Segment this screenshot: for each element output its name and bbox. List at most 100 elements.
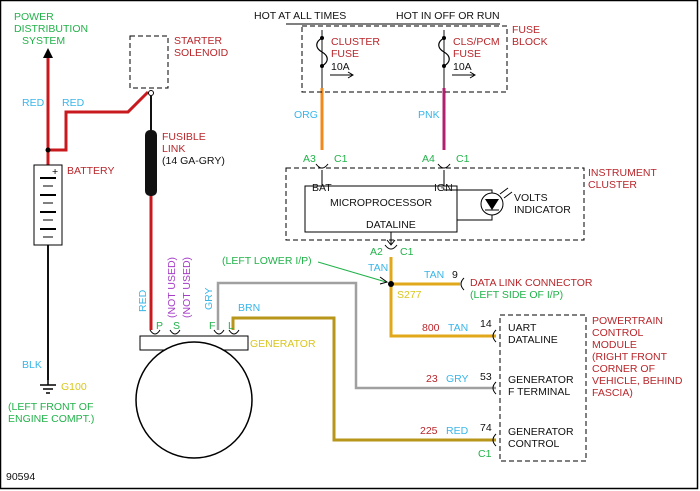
label-gen-f-1: GENERATOR <box>508 374 574 386</box>
gen-terminal-f: F <box>209 320 215 332</box>
label-uart: UART <box>508 322 537 334</box>
wire-brn-generator-control <box>231 316 496 442</box>
a2-connector-icon <box>384 244 398 250</box>
left-lower-ip-arrowhead-icon <box>379 276 389 285</box>
pcm-pin-14: 14 <box>480 318 492 330</box>
starter-solenoid-terminal <box>148 90 154 96</box>
left-lower-ip-pointer <box>317 261 387 283</box>
wire-label-red-pcm: RED <box>446 425 469 437</box>
label-gen-f-2: F TERMINAL <box>508 386 570 398</box>
battery-splice-dot <box>45 147 51 153</box>
label-hot-at-all-times: HOT AT ALL TIMES <box>254 10 346 22</box>
label-microprocessor: MICROPROCESSOR <box>330 197 433 209</box>
wire-label-pnk: PNK <box>418 109 440 121</box>
label-instrument: INSTRUMENT <box>588 167 657 179</box>
pcm-pin-53-icon <box>492 381 497 395</box>
label-pcm-1: POWERTRAIN <box>592 315 663 327</box>
power-distribution-arrow-icon <box>43 48 53 58</box>
battery-icon: + <box>33 164 63 246</box>
circuit-225: 225 <box>420 425 438 437</box>
wire-label-blk: BLK <box>22 359 42 371</box>
label-g100-location-2: ENGINE COMPT.) <box>8 413 94 425</box>
dlc-connector-icon <box>460 277 465 291</box>
label-pcm-7: FASCIA) <box>592 387 633 399</box>
fuse-block-box <box>301 25 508 93</box>
connector-c1-a3: C1 <box>334 153 348 165</box>
label-not-used-1: (NOT USED) <box>166 257 178 318</box>
label-g100: G100 <box>61 381 87 393</box>
label-cluster: CLUSTER <box>331 36 380 48</box>
label-cluster-fuse: FUSE <box>331 48 359 60</box>
wire-label-org: ORG <box>294 109 318 121</box>
connector-dlc-pin: 9 <box>452 269 458 281</box>
connector-c1-a4: C1 <box>456 153 470 165</box>
connector-c1-a2: C1 <box>400 246 414 258</box>
label-power: POWER <box>14 11 54 23</box>
label-g100-location-1: (LEFT FRONT OF <box>8 401 93 413</box>
pcm-pin-53: 53 <box>480 371 492 383</box>
cluster-fuse-icon <box>316 36 354 79</box>
pin-ign: IGN <box>434 182 453 194</box>
wire-label-tan-pcm: TAN <box>448 322 468 334</box>
cls-pcm-fuse-icon <box>438 36 476 79</box>
ground-icon <box>40 380 56 394</box>
label-cluster-2: CLUSTER <box>588 179 637 191</box>
label-link: LINK <box>162 143 185 155</box>
connector-c1-pcm: C1 <box>478 448 492 460</box>
label-link-gauge: (14 GA-GRY) <box>162 155 225 167</box>
starter-solenoid-box <box>129 35 169 89</box>
label-data-link-connector: DATA LINK CONNECTOR <box>470 277 593 289</box>
label-not-used-2: (NOT USED) <box>181 257 193 318</box>
label-battery: BATTERY <box>67 165 114 177</box>
label-uart-dataline: DATALINE <box>508 334 558 346</box>
gen-terminal-s: S <box>173 320 180 332</box>
label-distribution: DISTRIBUTION <box>14 23 88 35</box>
wire-label-gry-pcm: GRY <box>446 373 469 385</box>
label-s277: S277 <box>397 289 422 301</box>
wire-label-brn: BRN <box>238 302 260 314</box>
label-pcm-2: CONTROL <box>592 327 643 339</box>
label-fuse: FUSE <box>512 24 540 36</box>
wire-label-gry: GRY <box>203 287 215 310</box>
dataline-arrow-icon <box>386 232 396 246</box>
gen-terminal-l: L <box>228 320 234 332</box>
label-cls-pcm-rating: 10A <box>453 61 472 73</box>
figure-id: 90594 <box>6 471 35 483</box>
wire-label-red-2: RED <box>62 97 85 109</box>
connector-a4: A4 <box>422 153 435 165</box>
circuit-23: 23 <box>426 373 438 385</box>
pcm-pin-14-icon <box>492 329 497 343</box>
gen-terminal-p: P <box>156 320 163 332</box>
circuit-800: 800 <box>422 322 440 334</box>
label-fusible: FUSIBLE <box>162 131 206 143</box>
label-pcm-4: (RIGHT FRONT <box>592 351 668 363</box>
volts-indicator-led-icon <box>444 187 513 221</box>
label-gen-control-2: CONTROL <box>508 438 559 450</box>
wire-label-red-1: RED <box>22 97 45 109</box>
connector-a2: A2 <box>370 246 383 258</box>
svg-text:+: + <box>52 166 58 178</box>
wire-red-battery-to-solenoid <box>48 90 150 152</box>
label-dataline: DATALINE <box>366 219 416 231</box>
label-starter: STARTER <box>174 35 222 47</box>
microprocessor-box <box>304 185 458 233</box>
label-cls-pcm-fuse: FUSE <box>453 48 481 60</box>
pcm-pin-74-icon <box>492 433 497 447</box>
label-pcm-5: CORNER OF <box>592 363 655 375</box>
label-cls-pcm: CLS/PCM <box>453 36 500 48</box>
label-block: BLOCK <box>512 36 548 48</box>
label-left-lower-ip: (LEFT LOWER I/P) <box>222 255 312 267</box>
label-hot-in-off-or-run: HOT IN OFF OR RUN <box>396 10 500 22</box>
label-gen-control-1: GENERATOR <box>508 426 574 438</box>
label-solenoid: SOLENOID <box>174 47 229 59</box>
instrument-cluster-box <box>285 167 585 241</box>
pcm-box <box>499 314 587 462</box>
label-pcm-6: VEHICLE, BEHIND <box>592 375 683 387</box>
label-dlc-location: (LEFT SIDE OF I/P) <box>470 289 563 301</box>
fusible-link-icon <box>145 130 157 196</box>
connector-a3: A3 <box>303 153 316 165</box>
pin-bat: BAT <box>312 182 332 194</box>
wire-label-tan-1: TAN <box>368 262 388 274</box>
s277-splice-dot <box>388 281 394 287</box>
